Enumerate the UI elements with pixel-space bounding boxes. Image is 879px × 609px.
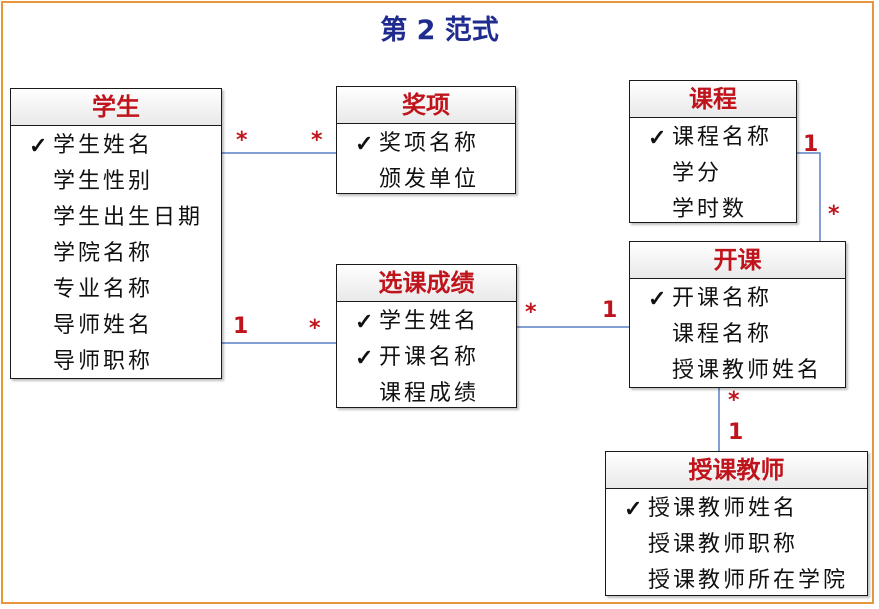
attribute-row: 导师姓名 xyxy=(11,308,221,344)
attribute-label: 导师姓名 xyxy=(53,313,154,338)
attribute-label: 课程成绩 xyxy=(379,381,480,406)
entity-course: 课程 ✓课程名称 学分 学时数 xyxy=(629,80,797,223)
multiplicity-label: * xyxy=(728,388,740,413)
multiplicity-label: 1 xyxy=(803,132,819,157)
attribute-list: ✓学生姓名 学生性别 学生出生日期 学院名称 专业名称 导师姓名 导师职称 xyxy=(11,126,221,380)
attribute-label: 学分 xyxy=(672,161,723,186)
entity-teacher: 授课教师 ✓授课教师姓名 授课教师职称 授课教师所在学院 xyxy=(605,451,868,596)
attribute-row: ✓奖项名称 xyxy=(337,126,515,162)
entity-award: 奖项 ✓奖项名称 颁发单位 xyxy=(336,86,516,194)
attribute-label: 授课教师姓名 xyxy=(672,358,823,383)
key-mark: ✓ xyxy=(648,125,667,151)
attribute-label: 颁发单位 xyxy=(379,167,480,192)
attribute-row: 课程名称 xyxy=(630,317,845,353)
multiplicity-label: 1 xyxy=(233,314,249,339)
entity-student: 学生 ✓学生姓名 学生性别 学生出生日期 学院名称 专业名称 导师姓名 导师职称 xyxy=(10,88,222,379)
entity-title: 选课成绩 xyxy=(337,265,516,302)
attribute-row: 颁发单位 xyxy=(337,162,515,198)
attribute-label: 学时数 xyxy=(672,197,748,222)
attribute-row: ✓授课教师姓名 xyxy=(606,491,867,527)
attribute-label: 学生性别 xyxy=(53,169,154,194)
attribute-label: 专业名称 xyxy=(53,277,154,302)
multiplicity-label: * xyxy=(309,316,321,341)
attribute-label: 学生姓名 xyxy=(53,133,154,158)
attribute-label: 学生出生日期 xyxy=(53,205,204,230)
attribute-label: 课程名称 xyxy=(672,322,773,347)
attribute-row: ✓学生姓名 xyxy=(337,304,516,340)
attribute-row: 学时数 xyxy=(630,192,796,228)
attribute-row: ✓开课名称 xyxy=(630,281,845,317)
key-mark: ✓ xyxy=(355,309,374,335)
attribute-list: ✓课程名称 学分 学时数 xyxy=(630,118,796,228)
multiplicity-label: * xyxy=(311,128,323,153)
attribute-row: 导师职称 xyxy=(11,344,221,380)
attribute-row: 学生出生日期 xyxy=(11,200,221,236)
attribute-row: 授课教师所在学院 xyxy=(606,563,867,599)
multiplicity-label: 1 xyxy=(602,298,618,323)
multiplicity-label: * xyxy=(236,128,248,153)
attribute-label: 授课教师姓名 xyxy=(648,496,799,521)
key-mark: ✓ xyxy=(648,286,667,312)
attribute-row: ✓学生姓名 xyxy=(11,128,221,164)
entity-title: 开课 xyxy=(630,242,845,279)
key-mark: ✓ xyxy=(29,133,48,159)
attribute-label: 奖项名称 xyxy=(379,131,480,156)
multiplicity-label: * xyxy=(828,202,840,227)
attribute-row: ✓开课名称 xyxy=(337,340,516,376)
multiplicity-label: * xyxy=(525,300,537,325)
attribute-label: 开课名称 xyxy=(672,286,773,311)
entity-title: 奖项 xyxy=(337,87,515,124)
attribute-row: 学分 xyxy=(630,156,796,192)
attribute-list: ✓开课名称 课程名称 授课教师姓名 xyxy=(630,279,845,389)
attribute-label: 授课教师职称 xyxy=(648,532,799,557)
entity-title: 学生 xyxy=(11,89,221,126)
entity-enrollment: 选课成绩 ✓学生姓名 ✓开课名称 课程成绩 xyxy=(336,264,517,408)
attribute-list: ✓奖项名称 颁发单位 xyxy=(337,124,515,198)
attribute-row: 学院名称 xyxy=(11,236,221,272)
key-mark: ✓ xyxy=(355,131,374,157)
attribute-label: 课程名称 xyxy=(672,125,773,150)
attribute-row: 授课教师职称 xyxy=(606,527,867,563)
attribute-label: 导师职称 xyxy=(53,349,154,374)
attribute-row: 专业名称 xyxy=(11,272,221,308)
line-course-offering xyxy=(797,152,821,241)
multiplicity-label: 1 xyxy=(728,420,744,445)
entity-title: 授课教师 xyxy=(606,452,867,489)
attribute-row: ✓课程名称 xyxy=(630,120,796,156)
attribute-label: 授课教师所在学院 xyxy=(648,568,849,593)
entity-offering: 开课 ✓开课名称 课程名称 授课教师姓名 xyxy=(629,241,846,388)
attribute-label: 开课名称 xyxy=(379,345,480,370)
attribute-list: ✓授课教师姓名 授课教师职称 授课教师所在学院 xyxy=(606,489,867,599)
attribute-label: 学生姓名 xyxy=(379,309,480,334)
attribute-row: 课程成绩 xyxy=(337,376,516,412)
attribute-label: 学院名称 xyxy=(53,241,154,266)
page-title: 第 2 范式 xyxy=(380,15,499,46)
entity-title: 课程 xyxy=(630,81,796,118)
attribute-list: ✓学生姓名 ✓开课名称 课程成绩 xyxy=(337,302,516,412)
key-mark: ✓ xyxy=(624,496,643,522)
attribute-row: 学生性别 xyxy=(11,164,221,200)
key-mark: ✓ xyxy=(355,345,374,371)
attribute-row: 授课教师姓名 xyxy=(630,353,845,389)
